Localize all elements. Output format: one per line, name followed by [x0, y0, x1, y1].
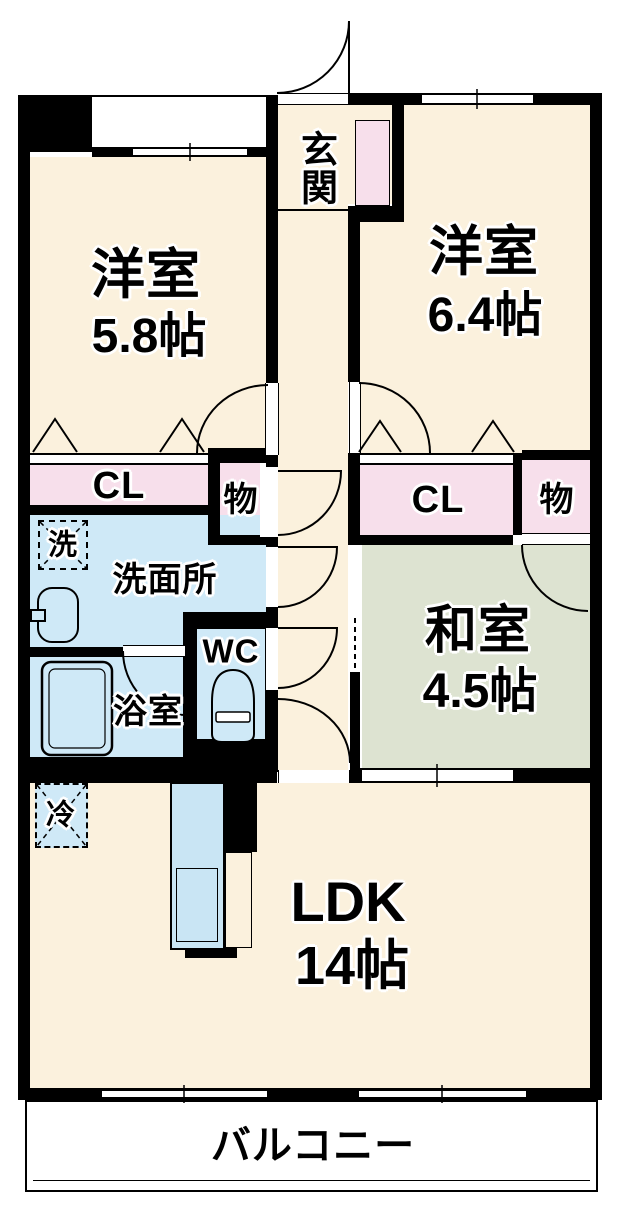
wall — [266, 607, 278, 628]
window — [133, 147, 247, 157]
wall — [513, 453, 522, 535]
wall — [30, 505, 220, 515]
bedroom1-door-gap — [265, 383, 279, 455]
tatami-sliding-door — [362, 768, 513, 783]
shoe-cabinet — [355, 120, 390, 206]
balcony-area — [25, 1100, 598, 1192]
wall — [18, 95, 30, 1100]
genkan-step-line — [278, 209, 348, 211]
entrance-door-swing-arc — [276, 20, 350, 94]
closet-door-left — [30, 453, 208, 465]
wall — [348, 206, 404, 222]
storage-left-door-gap — [260, 467, 278, 537]
storage-right-floor — [522, 460, 590, 533]
wall — [208, 448, 273, 463]
bedroom1-floor — [30, 157, 266, 455]
bedroom2-label: 洋室 — [429, 222, 539, 282]
fridge-label: 冷 — [45, 799, 77, 832]
storage-right-label: 物 — [539, 481, 575, 519]
wall — [350, 672, 360, 768]
closet-right-label: CL — [411, 479, 465, 521]
wall — [533, 93, 602, 105]
entrance-doorway — [278, 93, 348, 105]
wall — [18, 757, 196, 783]
kitchen-counter — [170, 782, 225, 950]
storage-right-door-gap — [522, 533, 590, 545]
wall — [348, 206, 360, 382]
toilet-label: WC — [202, 632, 260, 670]
ldk-label: LDK — [290, 870, 406, 933]
wall — [247, 147, 278, 157]
closet-left-floor — [30, 465, 208, 505]
window — [359, 1089, 526, 1099]
balcony-label: バルコニー — [210, 1124, 416, 1168]
wall — [360, 535, 513, 545]
wall — [183, 628, 196, 757]
closet-door-right — [360, 453, 513, 465]
corridor-ldk-door-gap — [278, 770, 350, 783]
tatami-area: 4.5帖 — [422, 665, 538, 718]
tatami-door-gap — [348, 545, 360, 617]
window — [422, 93, 533, 105]
bedroom2-floor-notch — [360, 222, 404, 453]
bedroom2-door-gap — [349, 382, 361, 453]
wall — [18, 95, 92, 152]
washroom-label: 洗面所 — [112, 561, 218, 599]
balcony-inner-line — [33, 1180, 590, 1181]
wall — [183, 612, 268, 628]
wall — [348, 93, 422, 105]
wall — [225, 770, 257, 852]
bedroom1-area: 5.8帖 — [91, 310, 207, 363]
counter-side-panel — [225, 852, 252, 948]
bedroom2-floor — [404, 105, 590, 453]
wall — [348, 453, 360, 545]
washroom-door-gap — [266, 547, 278, 607]
bedroom1-label: 洋室 — [91, 245, 201, 305]
window — [102, 1089, 267, 1099]
wall — [208, 463, 220, 535]
wall — [30, 95, 278, 97]
tatami-label: 和室 — [424, 602, 532, 660]
wall — [30, 647, 123, 657]
wall — [522, 450, 590, 460]
bathroom-door-gap — [123, 645, 185, 657]
wall — [92, 147, 133, 157]
corridor-floor — [278, 204, 348, 772]
ldk-floor — [30, 783, 590, 1088]
kitchen-sink — [176, 868, 218, 942]
wc-door-gap — [266, 628, 278, 690]
wall — [590, 93, 602, 1100]
washer-label: 洗 — [47, 529, 79, 562]
wall — [513, 768, 590, 783]
closet-left-label: CL — [92, 465, 146, 507]
storage-left-label: 物 — [223, 481, 259, 519]
wall — [266, 95, 278, 383]
bathroom-label: 浴室 — [113, 693, 183, 731]
ldk-area: 14帖 — [294, 936, 410, 996]
wall — [350, 768, 362, 783]
wall — [392, 95, 404, 222]
wall — [208, 535, 278, 545]
closet-right-floor — [360, 465, 513, 535]
entrance-label: 玄関 — [295, 130, 337, 206]
bedroom2-area: 6.4帖 — [427, 289, 543, 342]
